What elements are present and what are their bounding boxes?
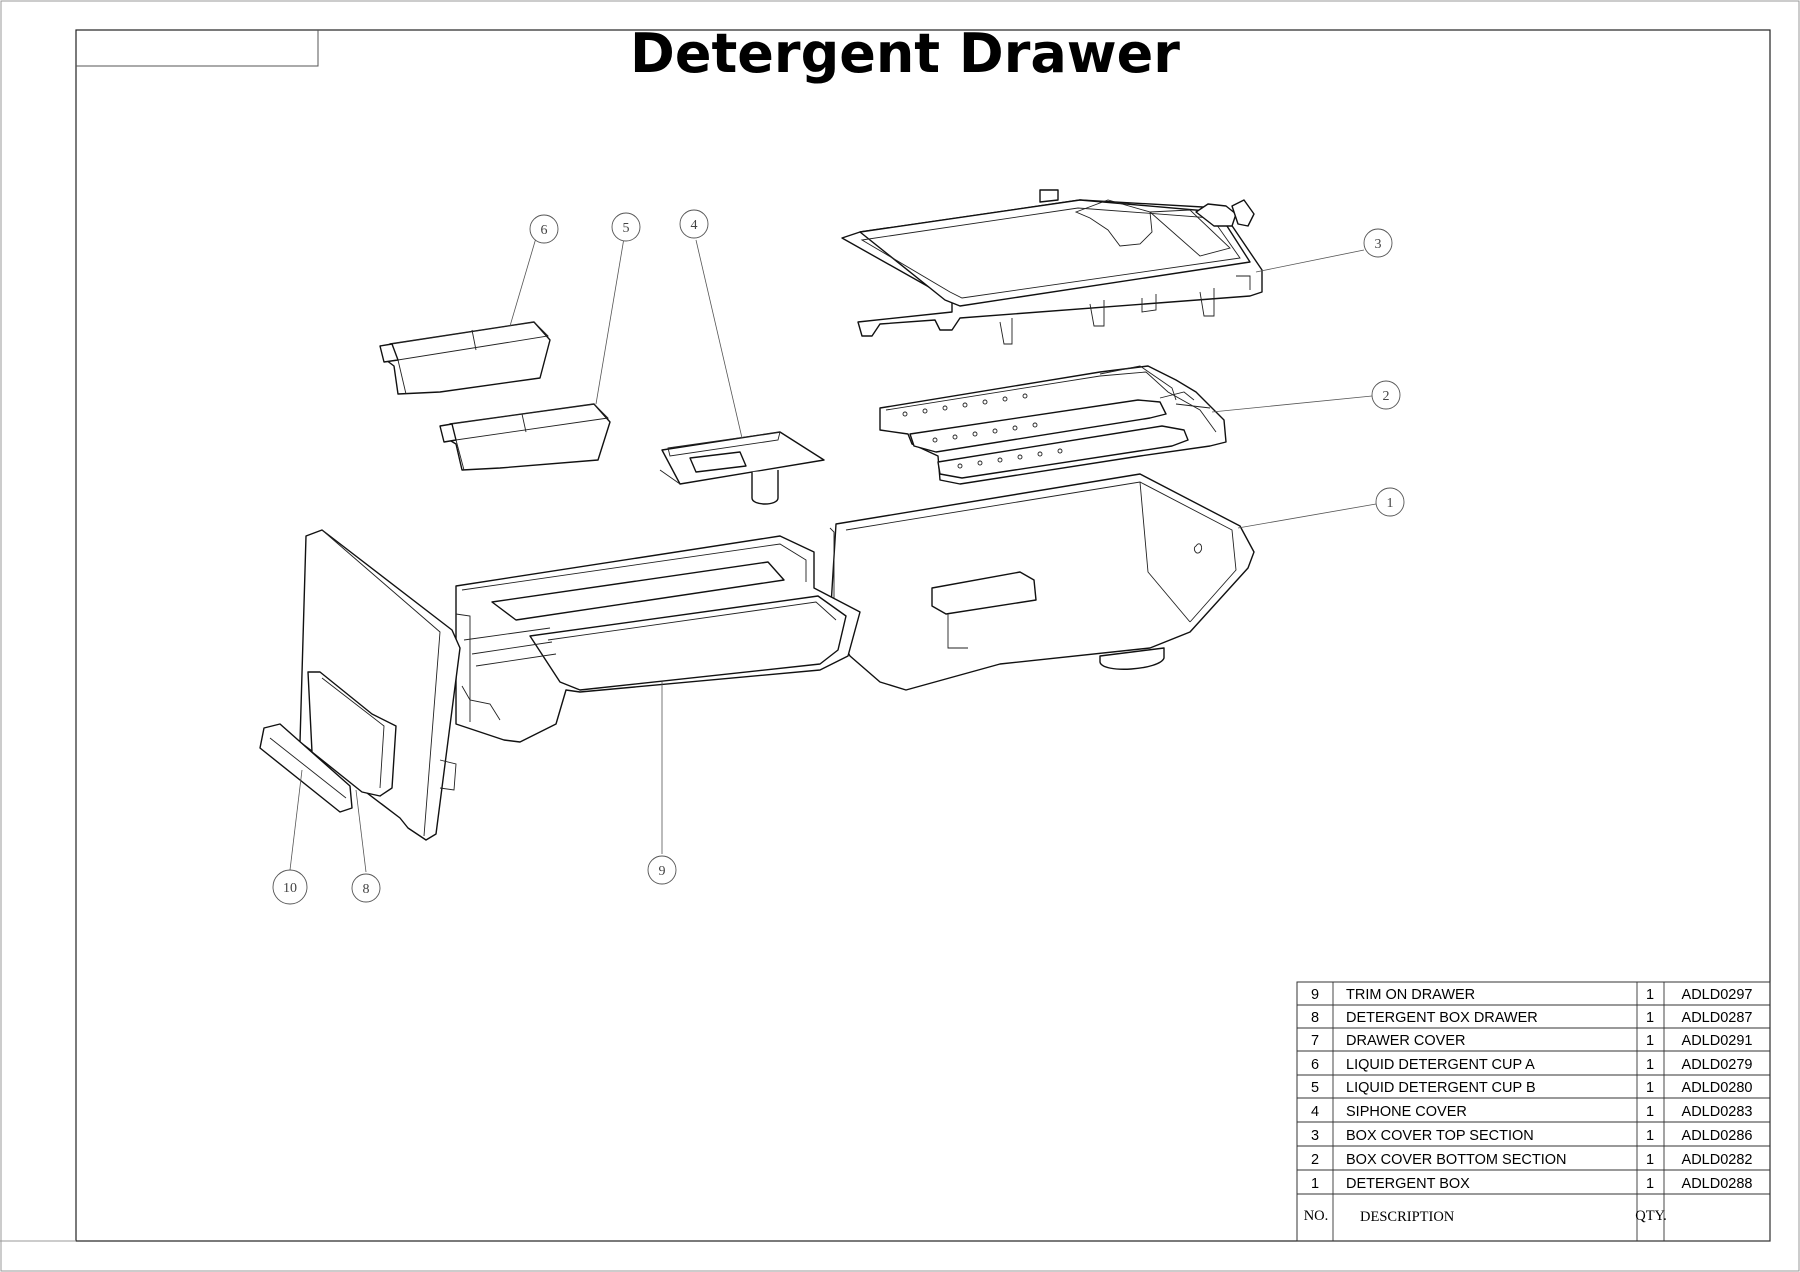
svg-text:2: 2 [1311,1152,1319,1168]
part-trim-on-drawer [455,535,861,743]
balloon-1: 1 [1375,487,1405,517]
balloon-9: 9 [647,855,677,885]
svg-text:LIQUID DETERGENT CUP B: LIQUID DETERGENT CUP B [1346,1080,1536,1096]
svg-text:BOX COVER TOP SECTION: BOX COVER TOP SECTION [1346,1128,1534,1144]
bom-row: 4 SIPHONE COVER 1 ADLD0283 [1311,1104,1753,1120]
svg-text:1: 1 [1311,1176,1319,1192]
drawing-title: Detergent Drawer [630,22,1180,85]
svg-text:LIQUID DETERGENT CUP A: LIQUID DETERGENT CUP A [1346,1057,1535,1073]
svg-text:1: 1 [1646,1010,1654,1026]
svg-text:1: 1 [1646,1152,1654,1168]
bom-header-qty: QTY. [1635,1208,1667,1224]
bom-header-no: NO. [1304,1208,1329,1224]
svg-text:DETERGENT BOX DRAWER: DETERGENT BOX DRAWER [1346,1010,1538,1026]
bottom-section-holes [902,393,1063,469]
svg-text:DETERGENT BOX: DETERGENT BOX [1346,1176,1470,1192]
bom-row: 1 DETERGENT BOX 1 ADLD0288 [1311,1176,1753,1192]
svg-text:4: 4 [691,218,698,233]
svg-text:ADLD0280: ADLD0280 [1682,1080,1753,1096]
part-box-cover-bottom-section [879,365,1227,485]
svg-text:1: 1 [1646,1104,1654,1120]
drawing-frame [75,29,1771,1242]
part-box-cover-top-section [841,189,1263,345]
svg-text:10: 10 [283,881,297,896]
svg-text:ADLD0297: ADLD0297 [1682,987,1753,1003]
bom-row: 9 TRIM ON DRAWER 1 ADLD0297 [1311,987,1753,1003]
part-detergent-box-drawer [299,529,461,841]
svg-text:1: 1 [1387,496,1394,511]
svg-text:TRIM ON DRAWER: TRIM ON DRAWER [1346,987,1475,1003]
leader-lines [289,237,1377,873]
reference-box [76,30,319,67]
svg-text:ADLD0291: ADLD0291 [1682,1033,1753,1049]
svg-text:8: 8 [1311,1010,1319,1026]
svg-text:ADLD0279: ADLD0279 [1682,1057,1753,1073]
svg-text:1: 1 [1646,1057,1654,1073]
balloon-6: 6 [529,214,559,244]
svg-text:9: 9 [1311,987,1319,1003]
svg-text:ADLD0282: ADLD0282 [1682,1152,1753,1168]
svg-text:8: 8 [363,882,370,897]
balloon-2: 2 [1371,380,1401,410]
bom-row: 6 LIQUID DETERGENT CUP A 1 ADLD0279 [1311,1057,1753,1073]
bom-row: 5 LIQUID DETERGENT CUP B 1 ADLD0280 [1311,1080,1753,1096]
svg-text:DRAWER COVER: DRAWER COVER [1346,1033,1466,1049]
part-liquid-detergent-cup-b [439,403,611,471]
svg-text:7: 7 [1311,1033,1319,1049]
svg-text:2: 2 [1383,389,1390,404]
balloon-8: 8 [351,873,381,903]
svg-text:1: 1 [1646,1176,1654,1192]
balloon-4: 4 [679,209,709,239]
part-detergent-box [829,473,1255,691]
svg-text:ADLD0288: ADLD0288 [1682,1176,1753,1192]
part-drawer-cover [259,723,353,813]
svg-text:BOX COVER BOTTOM SECTION: BOX COVER BOTTOM SECTION [1346,1152,1566,1168]
svg-text:6: 6 [541,223,548,238]
bom-table: 9 TRIM ON DRAWER 1 ADLD0297 8 DETERGENT … [1296,981,1771,1242]
svg-text:1: 1 [1646,1128,1654,1144]
svg-text:ADLD0286: ADLD0286 [1682,1128,1753,1144]
svg-text:6: 6 [1311,1057,1319,1073]
svg-text:9: 9 [659,864,666,879]
svg-text:1: 1 [1646,1033,1654,1049]
svg-text:4: 4 [1311,1104,1319,1120]
bom-row: 3 BOX COVER TOP SECTION 1 ADLD0286 [1311,1128,1753,1144]
svg-text:5: 5 [623,221,630,236]
balloon-3: 3 [1363,228,1393,258]
svg-text:ADLD0287: ADLD0287 [1682,1010,1753,1026]
bom-row: 2 BOX COVER BOTTOM SECTION 1 ADLD0282 [1311,1152,1753,1168]
bom-header-row: NO. DESCRIPTION QTY. [1304,1208,1667,1225]
svg-text:ADLD0283: ADLD0283 [1682,1104,1753,1120]
svg-text:3: 3 [1311,1128,1319,1144]
part-liquid-detergent-cup-a [379,321,551,395]
balloon-10: 10 [272,869,308,905]
bom-row: 7 DRAWER COVER 1 ADLD0291 [1311,1033,1753,1049]
svg-text:1: 1 [1646,987,1654,1003]
part-siphone-cover [659,431,825,505]
svg-text:SIPHONE COVER: SIPHONE COVER [1346,1104,1467,1120]
balloon-5: 5 [611,212,641,242]
svg-text:3: 3 [1375,237,1382,252]
bom-header-description: DESCRIPTION [1360,1209,1455,1225]
bom-row: 8 DETERGENT BOX DRAWER 1 ADLD0287 [1311,1010,1753,1026]
svg-text:5: 5 [1311,1080,1319,1096]
svg-text:1: 1 [1646,1080,1654,1096]
